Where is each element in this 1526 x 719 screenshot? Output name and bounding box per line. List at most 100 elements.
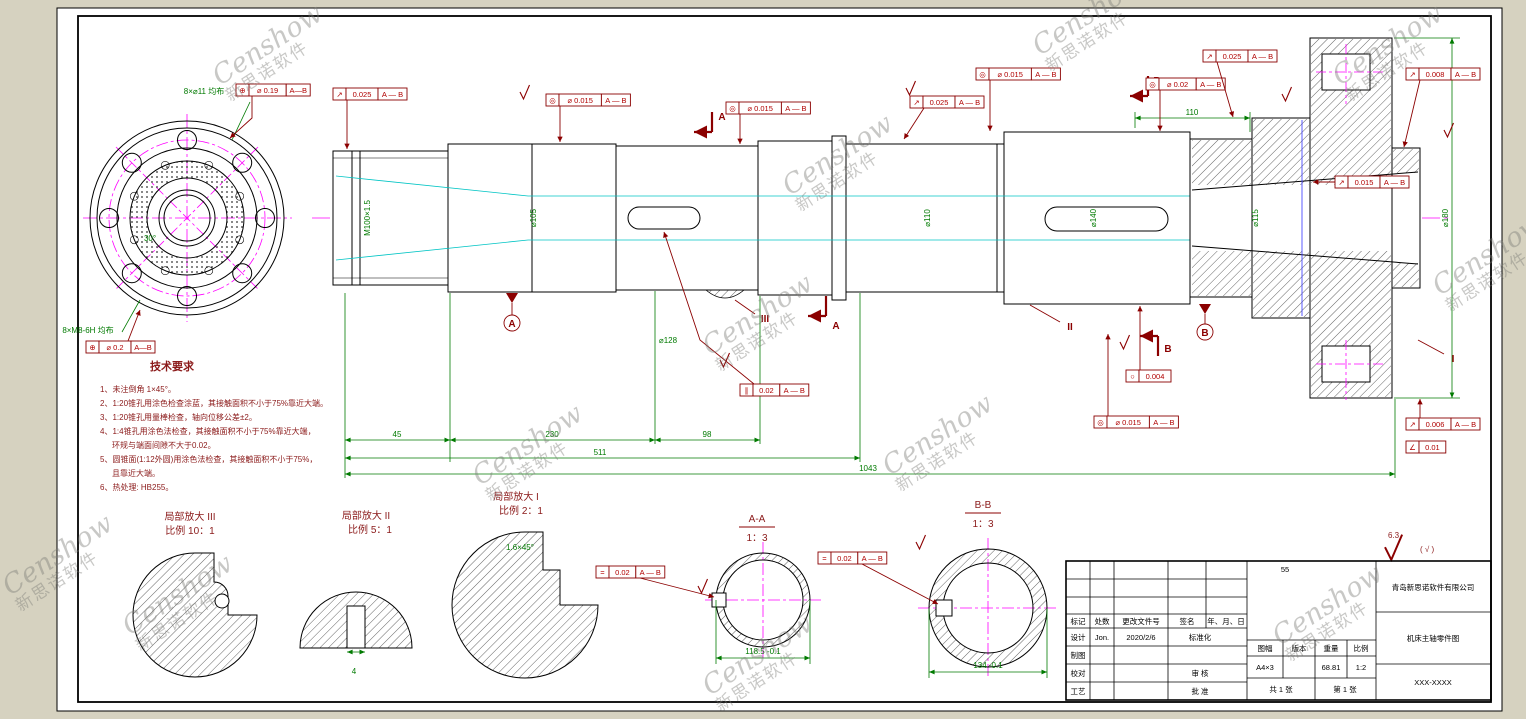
detail-ii-mark: II [1067, 322, 1073, 333]
gdt-text: ◎ [1097, 418, 1104, 427]
dim-128: ⌀128 [659, 336, 678, 345]
right-flange-section [1189, 37, 1421, 400]
dim-115: ⌀115 [1251, 209, 1260, 227]
title-block: 标记 处数 更改文件号 签名 年、月、日 设计 Jon. 2020/2/6 标准… [1065, 560, 1492, 701]
gdt-text: ↗ [336, 90, 342, 99]
gdt-text: A — B [1455, 70, 1476, 79]
dim-511: 511 [594, 448, 607, 457]
gdt-text: A — B [640, 568, 661, 577]
section-view-aa: 118.5 -0.1 A-A 1：3 [705, 514, 821, 664]
tb-h-count: 处数 [1095, 616, 1111, 626]
tb-title: 机床主轴零件图 [1407, 633, 1460, 643]
gdt-text: 0.01 [1425, 443, 1440, 452]
gdt-text: A — B [862, 554, 883, 563]
gdt-text: ↗ [1338, 178, 1344, 187]
gdt-text: ◎ [1149, 80, 1156, 89]
gdt-text: 0.02 [759, 386, 774, 395]
gdt-text: A — B [605, 96, 626, 105]
tb-process: 工艺 [1071, 687, 1086, 696]
tech-note: 3、1:20锥孔用量棒检查，轴向位移公差±2。 [100, 412, 257, 422]
shaft-side-view [312, 131, 1448, 305]
gdt-text: ↗ [1206, 52, 1212, 61]
gdt-text: A—B [289, 86, 307, 95]
tb-standardize: 标准化 [1189, 632, 1212, 642]
tb-v-size: A4×3 [1256, 663, 1274, 672]
detail-i-label: 局部放大 I [493, 490, 539, 503]
detail-iii-label: 局部放大 III [164, 510, 215, 523]
gdt-frame: ◎ ⌀ 0.015 A — B [545, 93, 631, 142]
section-a-bottom: A [832, 321, 839, 332]
tb-v-scale: 1:2 [1356, 663, 1366, 672]
dim-angle30: 30° [144, 234, 156, 243]
gdt-text: 0.025 [930, 98, 949, 107]
gdt-text: A — B [1384, 178, 1405, 187]
section-marks: A A B B III II I A B [503, 76, 1455, 365]
tb-sheets-no: 第 1 张 [1333, 684, 1357, 694]
gdt-text: ◎ [549, 96, 556, 105]
callout-bolt-holes: 8×⌀11 均布 [184, 86, 224, 96]
gdt-text: 0.025 [353, 90, 372, 99]
gdt-text: ↗ [1409, 420, 1415, 429]
tb-m-size: 图幅 [1258, 643, 1274, 653]
section-b-bottom: B [1164, 344, 1171, 355]
tb-check: 校对 [1071, 668, 1087, 678]
dim-180: ⌀180 [1441, 208, 1450, 227]
tech-note: 4、1:4锥孔用涂色法检查，其接触面积不小于75%靠近大端， [100, 426, 316, 436]
gdt-text: ◎ [979, 70, 986, 79]
tb-design: 设计 [1071, 632, 1087, 642]
dim-45: 45 [393, 430, 402, 439]
tb-m-weight: 重量 [1324, 644, 1340, 653]
tb-h-docno: 更改文件号 [1122, 616, 1160, 626]
datum-b: B [1201, 328, 1208, 339]
gdt-frame: ↗ 0.025 A — B [903, 95, 985, 140]
aa-scale: 1：3 [746, 533, 768, 544]
tb-draw: 制图 [1071, 650, 1086, 660]
gdt-text: ⊕ [239, 86, 245, 95]
finish-other: ( √ ) [1420, 545, 1435, 554]
gdt-text: ⌀ 0.2 [106, 343, 123, 352]
gdt-text: A — B [1252, 52, 1273, 61]
gdt-text: ◎ [729, 104, 736, 113]
gdt-text: A—B [134, 343, 152, 352]
detail-ii-scale: 比例 5：1 [348, 523, 392, 536]
gdt-text: ⌀ 0.015 [568, 96, 593, 105]
dimensions: 45 230 98 511 1043 110 ⌀128 M100×1.5 ⌀10… [344, 37, 1460, 478]
gdt-frame: ◎ ⌀ 0.015 A — B [1093, 334, 1179, 429]
detail-i-mark: I [1452, 354, 1455, 365]
surface-finish-marks: 6.3 ( √ ) [519, 80, 1455, 595]
bb-scale: 1：3 [972, 519, 994, 530]
detail-view-i: 1.6×45° 局部放大 I 比例 2：1 [451, 490, 599, 679]
section-view-bb: 134 -0.1 B-B 1：3 [918, 500, 1058, 678]
tech-note: 1、未注倒角 1×45°。 [100, 384, 176, 394]
dim-230: 230 [545, 430, 559, 439]
gdt-text: ↗ [913, 98, 919, 107]
flange-front-view: 30° [83, 101, 292, 333]
detail-i-scale: 比例 2：1 [499, 504, 543, 517]
gdt-text: ⌀ 0.015 [1116, 418, 1141, 427]
gdt-text: ⌀ 0.02 [1167, 80, 1188, 89]
gdt-text: A — B [1153, 418, 1174, 427]
aa-dim: 118.5 -0.1 [745, 647, 781, 656]
gdt-frame: ○0.004 [1125, 306, 1172, 383]
datum-a: A [508, 319, 515, 330]
gdt-text: A — B [959, 98, 980, 107]
tech-note: 环规与端面间隙不大于0.02。 [112, 440, 216, 450]
detail-iii-mark: III [761, 314, 770, 325]
detail-i-chamfer: 1.6×45° [506, 543, 534, 552]
dim-140: ⌀140 [1089, 208, 1098, 227]
gdt-text: = [600, 568, 605, 577]
tb-v-weight: 68.81 [1322, 663, 1341, 672]
gdt-text: A — B [1455, 420, 1476, 429]
